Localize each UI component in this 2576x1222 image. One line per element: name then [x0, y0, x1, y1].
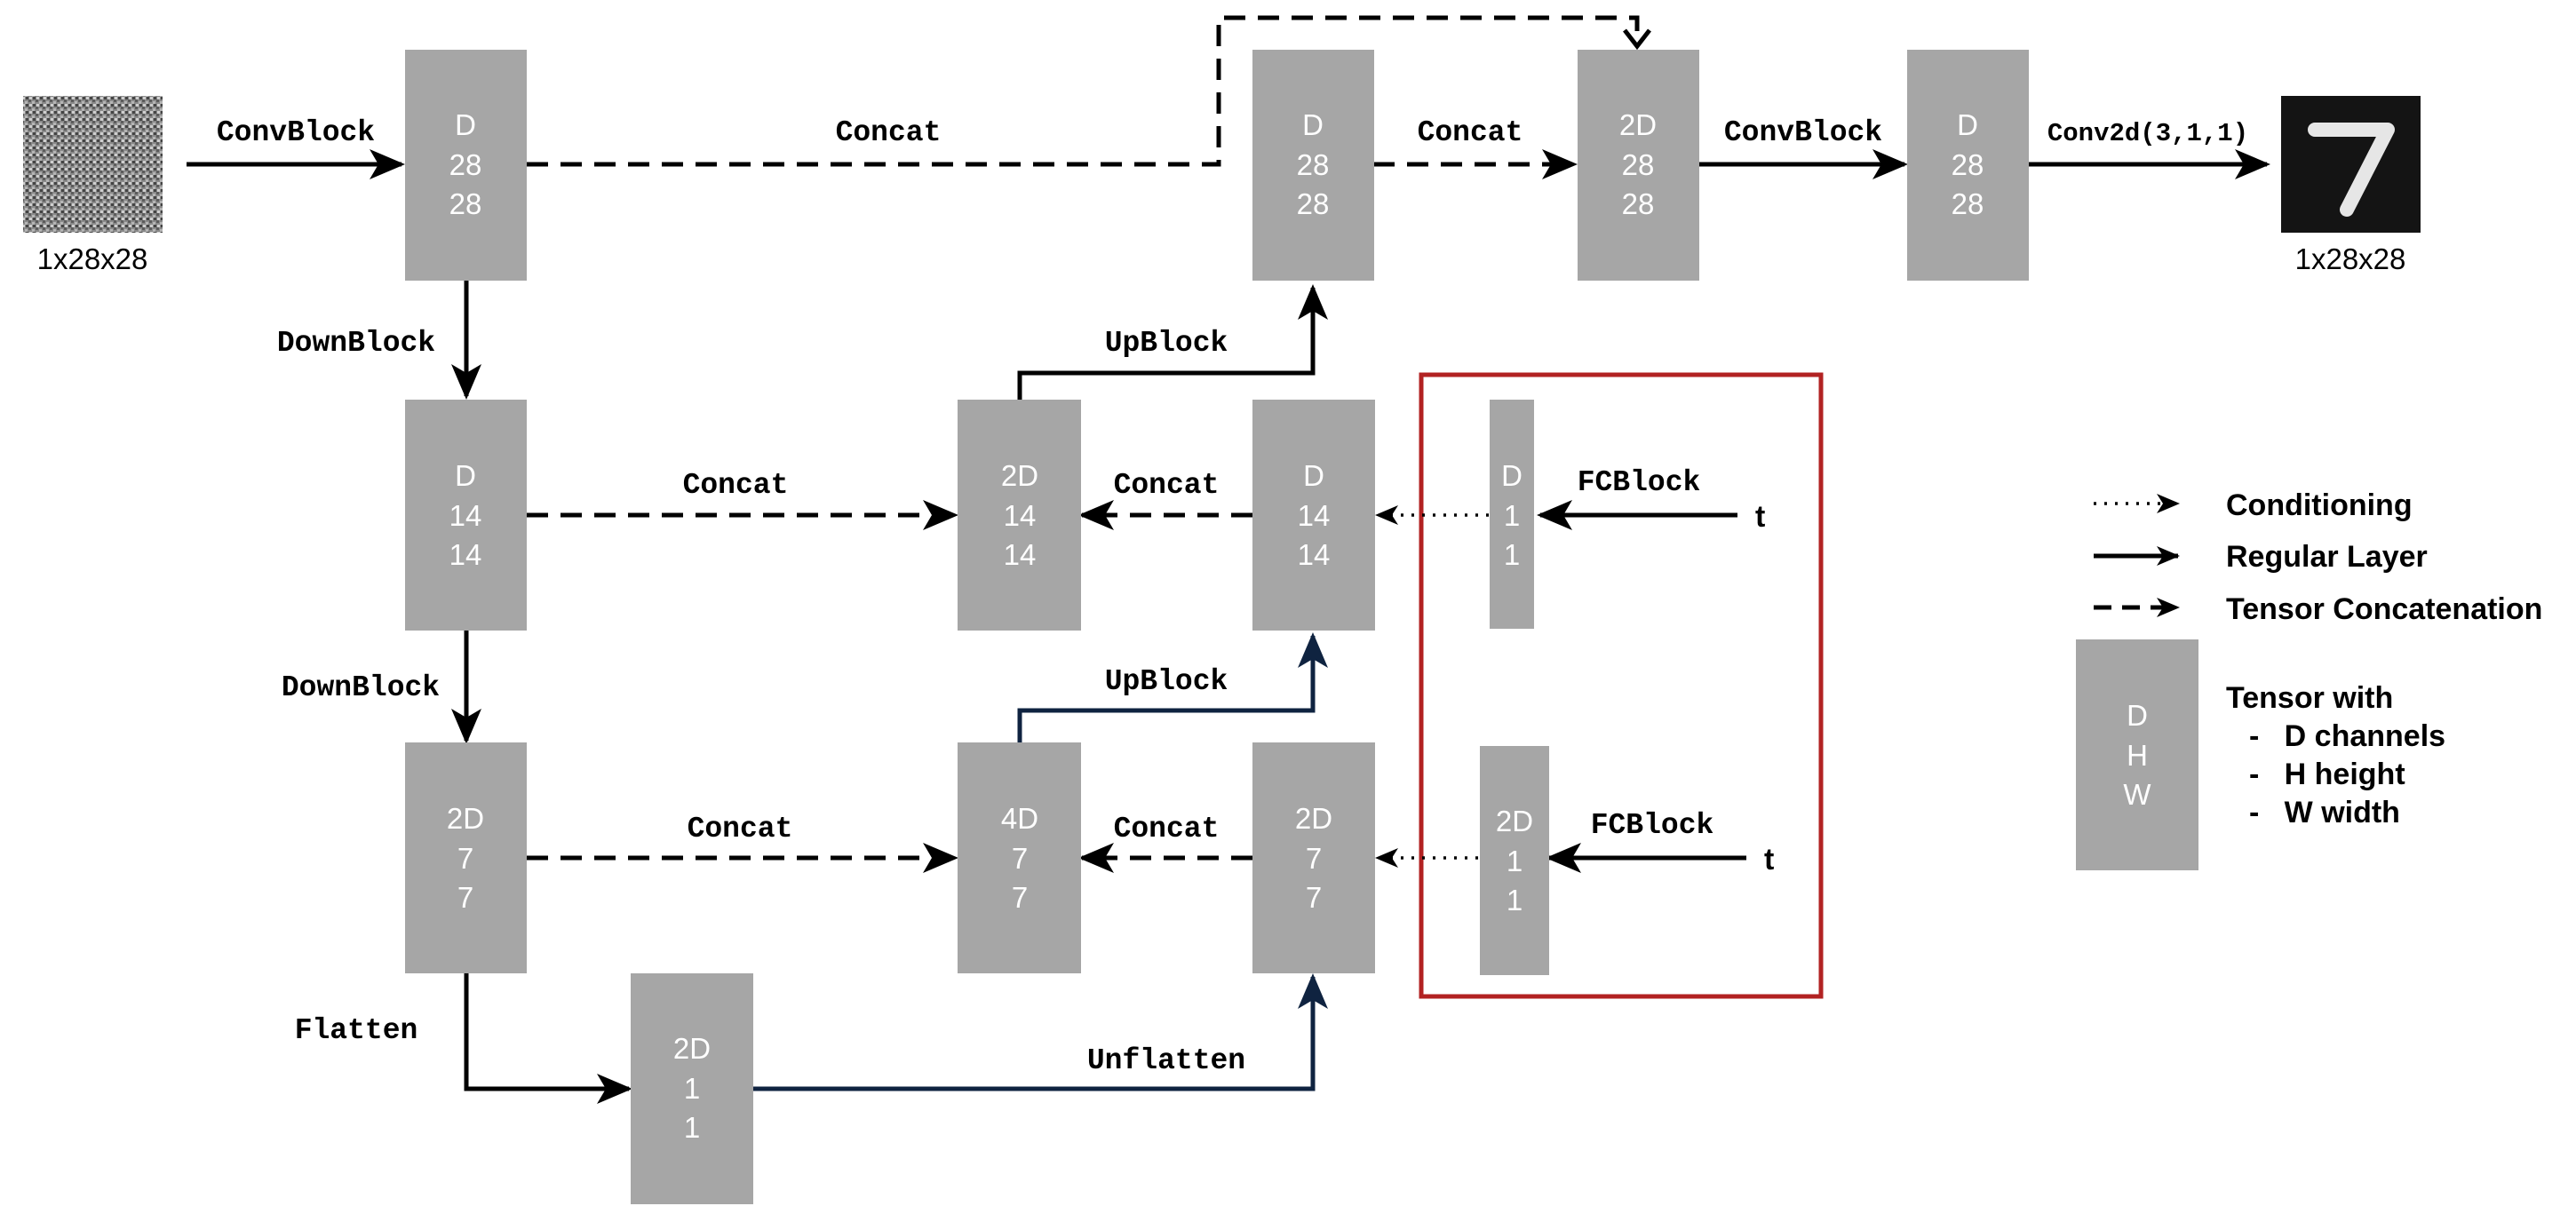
convblock-in-label: ConvBlock [217, 116, 375, 149]
svg-text:2D: 2D [1496, 805, 1533, 837]
svg-text:D: D [455, 459, 476, 492]
svg-text:D: D [1302, 108, 1324, 141]
downblock2-label: DownBlock [282, 671, 440, 704]
svg-text:2D: 2D [447, 802, 484, 835]
tensor-final: D 28 28 [1907, 50, 2029, 281]
convblock-out-label: ConvBlock [1724, 116, 1882, 149]
svg-text:14: 14 [1298, 499, 1331, 532]
concat-mid2-label: Concat [1114, 469, 1220, 502]
legend-tensor-item-d: - D channels [2249, 719, 2445, 753]
output-dims-label: 1x28x28 [2295, 242, 2406, 275]
tensor-up3: 2D 7 7 [1252, 742, 1375, 973]
concat-low-label: Concat [688, 813, 793, 845]
legend-regular-label: Regular Layer [2226, 540, 2428, 574]
conv2d-out-label: Conv2d(3,1,1) [2047, 119, 2248, 148]
skip-concat-top-arrowhead [1623, 28, 1651, 51]
svg-text:1: 1 [1504, 499, 1520, 532]
svg-text:28: 28 [1622, 187, 1655, 220]
svg-text:28: 28 [1297, 148, 1330, 181]
svg-text:W: W [2123, 778, 2151, 811]
concat-top2-label: Concat [1418, 116, 1523, 149]
svg-text:28: 28 [1952, 187, 1984, 220]
upblock2-arrow [1017, 632, 1328, 742]
legend-tensor-item-w: - W width [2249, 796, 2400, 829]
tensor-enc3: 2D 7 7 [405, 742, 527, 973]
svg-text:D: D [1303, 459, 1324, 492]
flatten-arrow [464, 973, 632, 1104]
svg-text:28: 28 [449, 148, 482, 181]
svg-text:7: 7 [1012, 881, 1028, 914]
svg-text:H: H [2127, 739, 2148, 772]
svg-text:1: 1 [684, 1111, 700, 1144]
svg-text:D: D [1957, 108, 1978, 141]
skip-concat-top-path [527, 15, 1640, 167]
unflatten-label: Unflatten [1087, 1044, 1245, 1077]
svg-text:1: 1 [684, 1072, 700, 1105]
input-dims-label: 1x28x28 [37, 242, 148, 275]
svg-text:2D: 2D [1295, 802, 1332, 835]
svg-text:2D: 2D [1001, 459, 1038, 492]
upblock2-label: UpBlock [1105, 665, 1228, 698]
legend-tensor-item-h: - H height [2249, 758, 2405, 791]
upblock1-label: UpBlock [1105, 327, 1228, 360]
time-embedding-frame [1419, 372, 1824, 999]
legend-tensor-title: Tensor with [2226, 681, 2393, 715]
svg-text:1: 1 [1504, 538, 1520, 571]
svg-text:D: D [455, 108, 476, 141]
concat-low2-label: Concat [1114, 813, 1220, 845]
fcblock2-label: FCBlock [1591, 809, 1714, 842]
unflatten-arrow [753, 973, 1328, 1091]
concat-top-label: Concat [836, 116, 942, 149]
svg-text:7: 7 [1306, 881, 1322, 914]
t1-label: t [1755, 500, 1765, 534]
fcblock1-label: FCBlock [1578, 466, 1701, 499]
legend: Conditioning Regular Layer Tensor Concat… [2076, 488, 2542, 870]
tensor-up1-concat: 2D 28 28 [1578, 50, 1699, 281]
svg-text:2D: 2D [673, 1032, 711, 1065]
svg-text:14: 14 [1298, 538, 1331, 571]
svg-text:14: 14 [1004, 499, 1037, 532]
tensor-bottleneck: 2D 1 1 [631, 973, 753, 1204]
svg-text:4D: 4D [1001, 802, 1038, 835]
svg-text:D: D [2127, 699, 2148, 732]
t2-label: t [1764, 843, 1774, 877]
tensor-enc2: D 14 14 [405, 400, 527, 631]
concat-mid-label: Concat [683, 469, 789, 502]
tensor-up2: D 14 14 [1252, 400, 1375, 631]
output-digit-image [2281, 96, 2421, 233]
tensor-up3-concat: 4D 7 7 [958, 742, 1081, 973]
legend-concat-label: Tensor Concatenation [2226, 592, 2542, 626]
tensor-time-embedding-1: D 1 1 [1490, 400, 1534, 629]
svg-text:7: 7 [1012, 842, 1028, 875]
legend-conditioning-label: Conditioning [2226, 488, 2413, 522]
tensor-up1: D 28 28 [1252, 50, 1374, 281]
tensor-enc1: D 28 28 [405, 50, 527, 281]
legend-tensor-box: D H W [2076, 639, 2198, 870]
svg-text:14: 14 [449, 538, 482, 571]
svg-text:7: 7 [1306, 842, 1322, 875]
input-noise-image [23, 96, 163, 233]
svg-text:28: 28 [1297, 187, 1330, 220]
svg-text:28: 28 [1622, 148, 1655, 181]
svg-text:1: 1 [1507, 845, 1523, 877]
downblock1-label: DownBlock [277, 327, 435, 360]
tensor-time-embedding-2: 2D 1 1 [1480, 746, 1549, 975]
svg-text:28: 28 [1952, 148, 1984, 181]
svg-text:28: 28 [449, 187, 482, 220]
svg-text:1: 1 [1507, 884, 1523, 916]
svg-text:D: D [1501, 459, 1523, 492]
svg-text:7: 7 [457, 881, 473, 914]
svg-text:14: 14 [1004, 538, 1037, 571]
tensor-up2-concat: 2D 14 14 [958, 400, 1081, 631]
svg-text:7: 7 [457, 842, 473, 875]
upblock1-arrow [1017, 284, 1328, 400]
svg-text:14: 14 [449, 499, 482, 532]
flatten-label: Flatten [295, 1014, 418, 1047]
svg-text:2D: 2D [1619, 108, 1657, 141]
